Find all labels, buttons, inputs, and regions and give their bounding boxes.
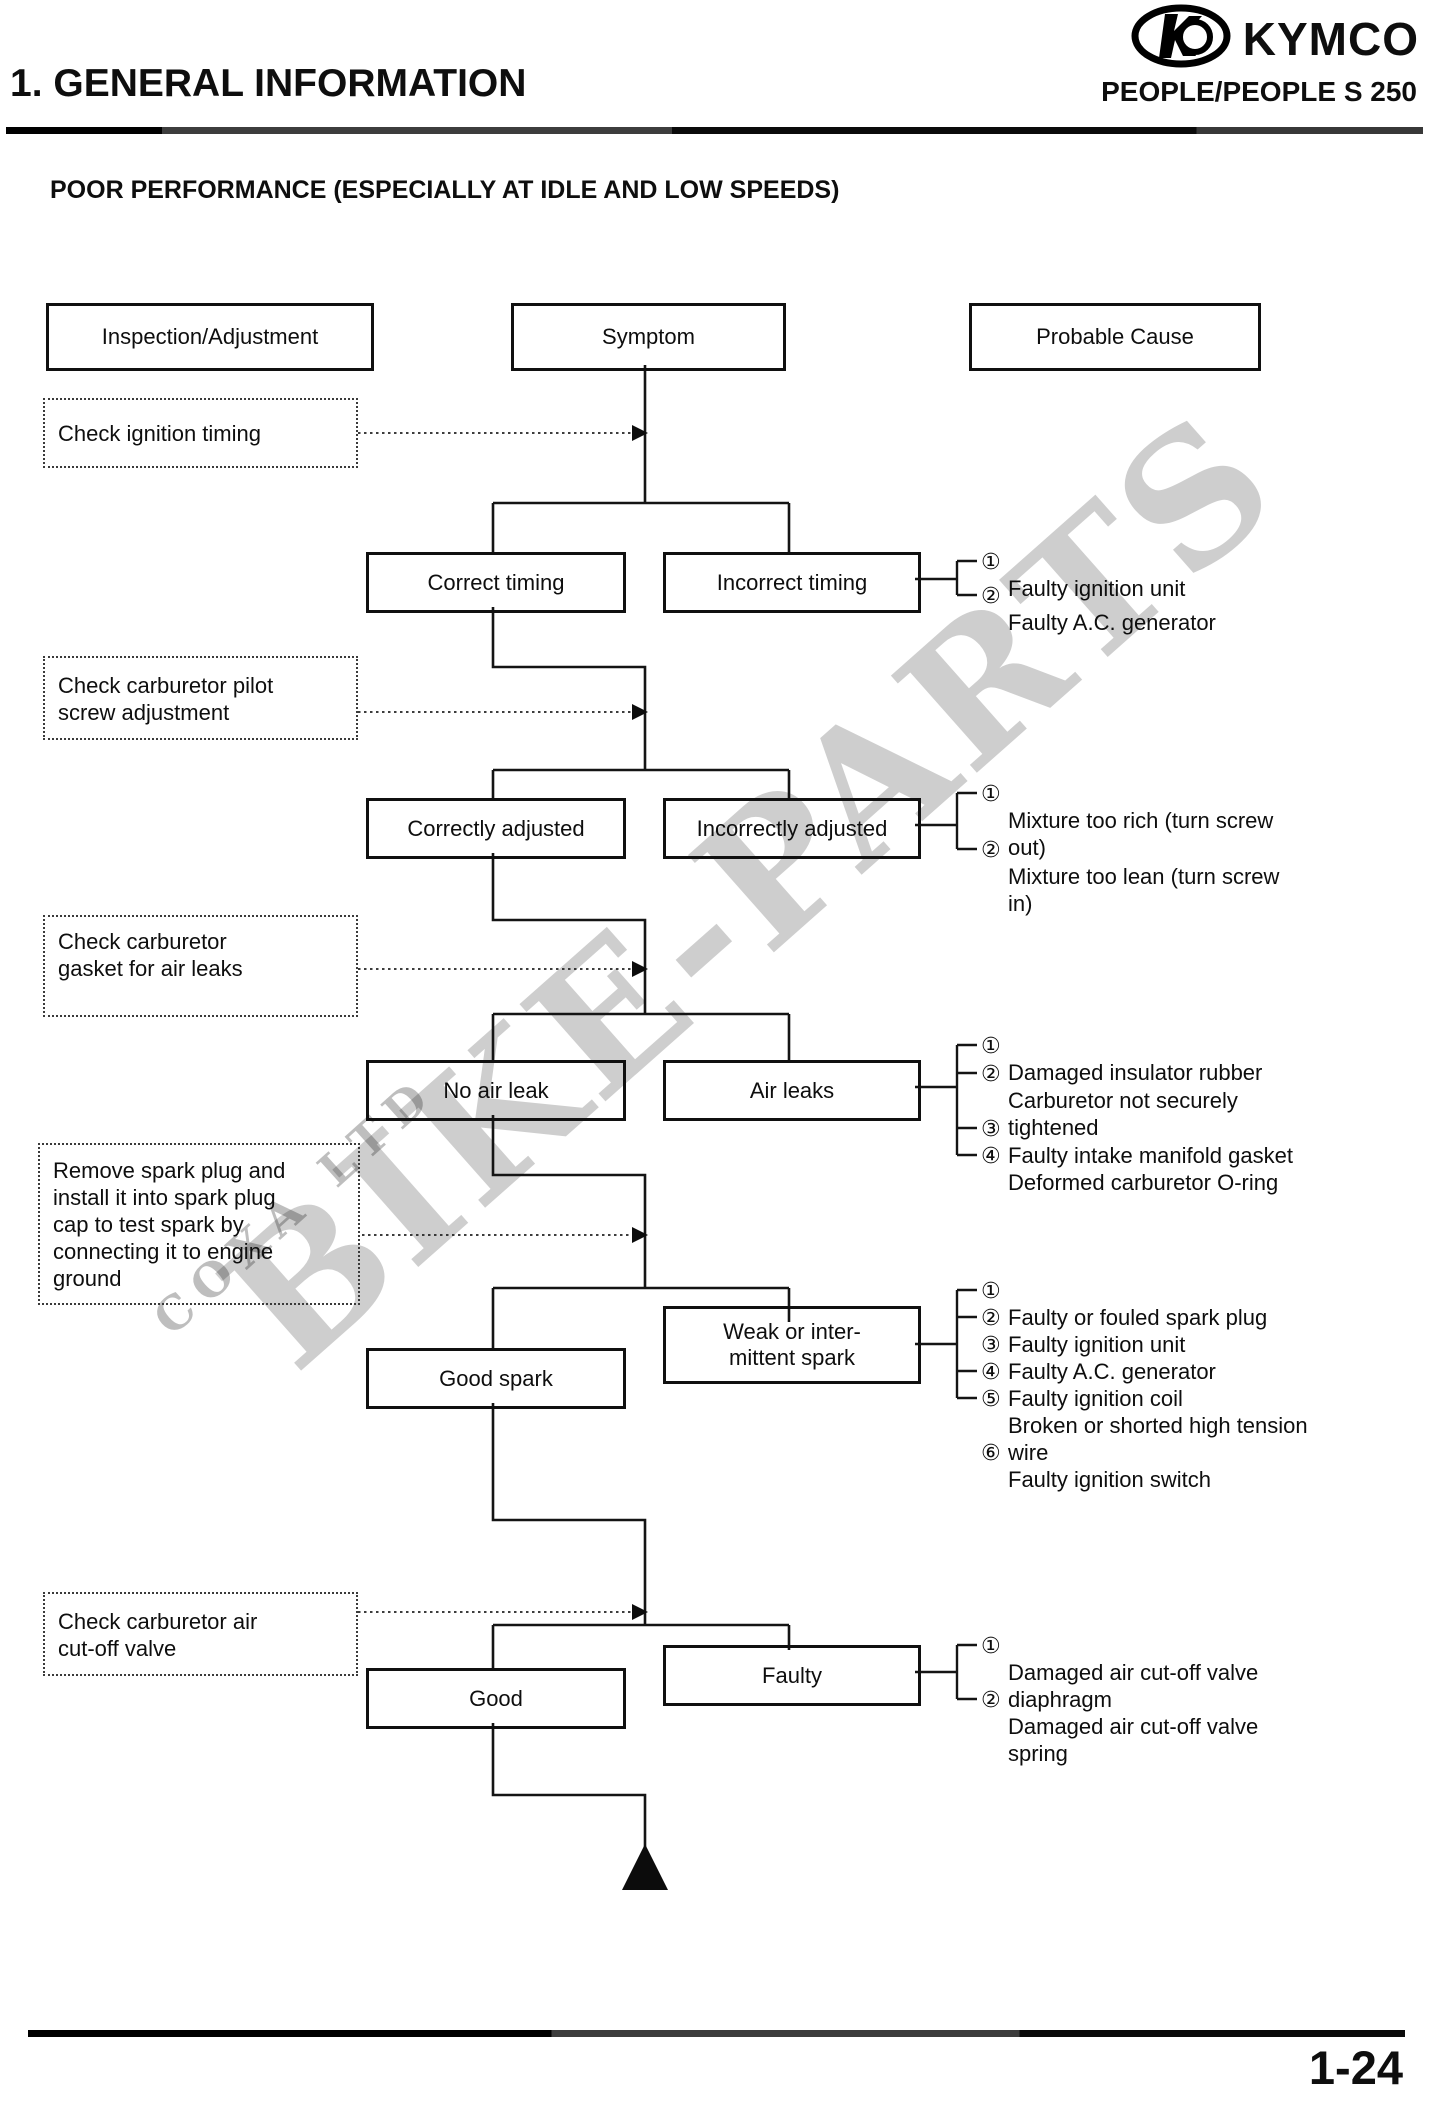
cause-text: Damaged air cut-off valve diaphragm: [1008, 1660, 1259, 1712]
page-title: POOR PERFORMANCE (ESPECIALLY AT IDLE AND…: [50, 176, 840, 204]
cause-text: Mixture too lean (turn screw in): [1008, 864, 1280, 916]
cause-text: Faulty A.C. generator: [1008, 610, 1216, 635]
cause-item: ③ Faulty intake manifold gasket: [981, 1115, 1429, 1169]
cause-item: ⑥ Faulty ignition switch: [981, 1439, 1429, 1493]
cause-number: ②: [981, 1305, 1001, 1330]
cause-item: ① Faulty ignition unit: [981, 548, 1429, 602]
inspection-box-gasket-air-leaks: Check carburetor gasket for air leaks: [43, 915, 358, 1017]
cause-text: Damaged insulator rubber: [1008, 1060, 1263, 1085]
cause-item: ④ Faulty ignition coil: [981, 1358, 1429, 1412]
inspection-box-spark-test: Remove spark plug and install it into sp…: [38, 1143, 360, 1305]
cause-text: Faulty ignition coil: [1008, 1386, 1183, 1411]
header-rule: [6, 127, 1423, 134]
cause-item: ① Damaged insulator rubber: [981, 1032, 1429, 1086]
cause-number: ①: [981, 1633, 1001, 1658]
result-box-weak-spark: Weak or inter- mittent spark: [663, 1306, 921, 1384]
cause-text: Faulty ignition unit: [1008, 576, 1186, 601]
cause-text: Faulty or fouled spark plug: [1008, 1305, 1268, 1330]
cause-number: ①: [981, 549, 1001, 574]
result-box-incorrectly-adjusted: Incorrectly adjusted: [663, 798, 921, 859]
cause-item: ② Faulty A.C. generator: [981, 582, 1429, 636]
cause-number: ④: [981, 1359, 1001, 1384]
result-box-correctly-adjusted: Correctly adjusted: [366, 798, 626, 859]
cause-item: ⑤ Broken or shorted high tension wire: [981, 1385, 1429, 1466]
cause-text: Faulty A.C. generator: [1008, 1359, 1216, 1384]
continue-triangle-icon: [622, 1844, 668, 1890]
page-number: 1-24: [1308, 2041, 1403, 2094]
inspection-box-pilot-screw: Check carburetor pilot screw adjustment: [43, 656, 358, 740]
arrowhead-icon: [632, 1604, 648, 1620]
column-header-symptom: Symptom: [511, 303, 786, 371]
footer-rule: [28, 2030, 1405, 2037]
cause-text: Faulty intake manifold gasket: [1008, 1143, 1293, 1168]
cause-text: Mixture too rich (turn screw out): [1008, 808, 1274, 860]
arrowhead-icon: [632, 1227, 648, 1243]
cause-number: ①: [981, 1278, 1001, 1303]
cause-item: ④ Deformed carburetor O-ring: [981, 1142, 1429, 1196]
result-box-good-spark: Good spark: [366, 1348, 626, 1409]
brand-row: KYMCO: [1131, 4, 1419, 73]
result-box-air-leaks: Air leaks: [663, 1060, 921, 1121]
cause-number: ②: [981, 1687, 1001, 1712]
cause-item: ② Mixture too lean (turn screw in): [981, 836, 1429, 917]
kymco-logo-icon: [1131, 4, 1233, 73]
column-header-probable-cause: Probable Cause: [969, 303, 1261, 371]
cause-number: ⑤: [981, 1386, 1001, 1411]
cause-text: Faulty ignition switch: [1008, 1467, 1211, 1492]
cause-item: ② Carburetor not securely tightened: [981, 1060, 1429, 1141]
result-box-faulty: Faulty: [663, 1645, 921, 1706]
cause-number: ②: [981, 583, 1001, 608]
arrowhead-icon: [632, 961, 648, 977]
arrowhead-icon: [632, 704, 648, 720]
cause-number: ⑥: [981, 1440, 1001, 1465]
chapter-title: 1. GENERAL INFORMATION: [10, 62, 527, 105]
cause-item: ② Damaged air cut-off valve spring: [981, 1686, 1429, 1767]
cause-number: ①: [981, 781, 1001, 806]
cause-number: ③: [981, 1116, 1001, 1141]
cause-text: Damaged air cut-off valve spring: [1008, 1714, 1259, 1766]
result-box-good: Good: [366, 1668, 626, 1729]
column-header-inspection: Inspection/Adjustment: [46, 303, 374, 371]
cause-text: Carburetor not securely tightened: [1008, 1088, 1238, 1140]
cause-text: Faulty ignition unit: [1008, 1332, 1186, 1357]
arrowhead-icon: [632, 425, 648, 441]
result-box-correct-timing: Correct timing: [366, 552, 626, 613]
cause-number: ②: [981, 837, 1001, 862]
cause-item: ① Faulty or fouled spark plug: [981, 1277, 1429, 1331]
model-label: PEOPLE/PEOPLE S 250: [1101, 76, 1417, 107]
cause-number: ④: [981, 1143, 1001, 1168]
result-box-no-air-leak: No air leak: [366, 1060, 626, 1121]
cause-number: ③: [981, 1332, 1001, 1357]
brand-wordmark: KYMCO: [1242, 12, 1419, 65]
cause-number: ②: [981, 1061, 1001, 1086]
inspection-box-air-cutoff-valve: Check carburetor air cut-off valve: [43, 1592, 358, 1676]
cause-item: ① Mixture too rich (turn screw out): [981, 780, 1429, 861]
cause-text: Deformed carburetor O-ring: [1008, 1170, 1279, 1195]
result-box-incorrect-timing: Incorrect timing: [663, 552, 921, 613]
cause-item: ① Damaged air cut-off valve diaphragm: [981, 1632, 1429, 1713]
inspection-box-ignition-timing: Check ignition timing: [43, 398, 358, 468]
cause-item: ② Faulty ignition unit: [981, 1304, 1429, 1358]
cause-number: ①: [981, 1033, 1001, 1058]
cause-text: Broken or shorted high tension wire: [1008, 1413, 1308, 1465]
cause-item: ③ Faulty A.C. generator: [981, 1331, 1429, 1385]
